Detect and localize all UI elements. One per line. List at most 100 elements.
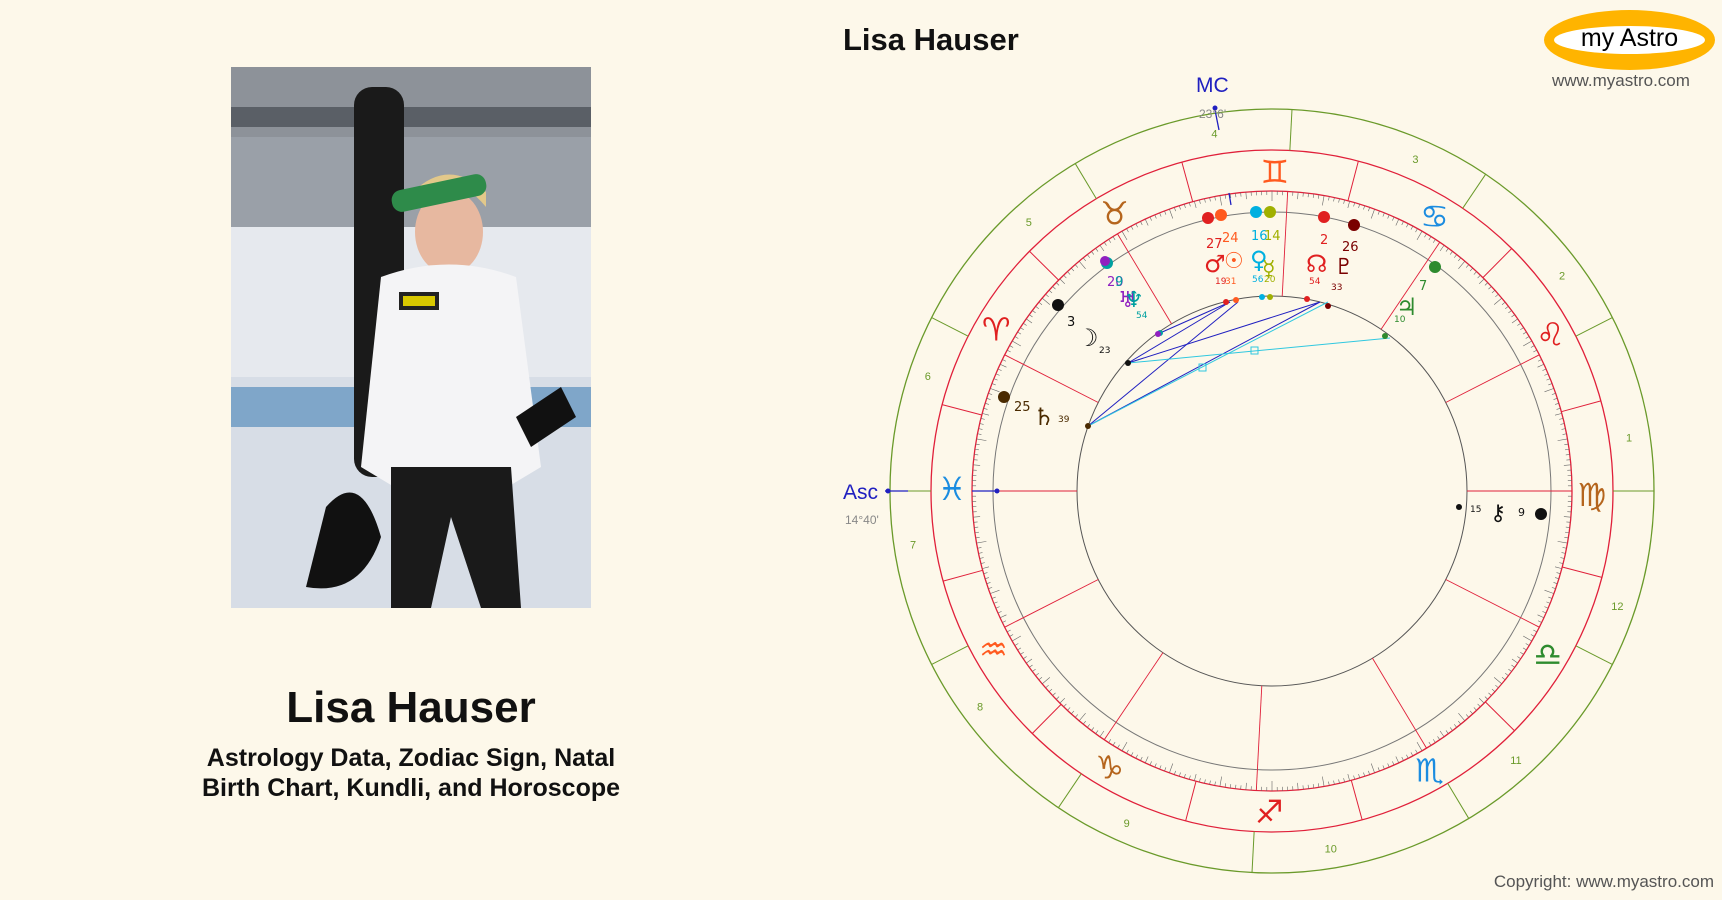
aspect-points — [1085, 294, 1462, 510]
mercury-icon: ☿ — [1262, 257, 1276, 282]
house-cusp — [1380, 242, 1441, 330]
page-subtitle: Astrology Data, Zodiac Sign, Natal Birth… — [0, 743, 822, 803]
house-cusp-outer — [931, 317, 969, 337]
planet-venus: 16 ♀ 56 — [1250, 229, 1268, 285]
sign-boundary — [1185, 781, 1197, 822]
svg-text:56: 56 — [1252, 275, 1264, 285]
cancer-icon: ♋ — [1420, 197, 1449, 235]
house-cusp — [1445, 354, 1540, 403]
house-cusp-outer — [1074, 163, 1097, 199]
svg-text:14: 14 — [1264, 229, 1281, 244]
jupiter-icon: ♃ — [1396, 293, 1418, 321]
planet-ring-markers — [998, 206, 1547, 520]
house-number-3: 3 — [1412, 154, 1418, 166]
svg-text:19: 19 — [1215, 277, 1227, 287]
sign-boundary — [1484, 701, 1515, 732]
house-lines — [890, 109, 1654, 873]
sign-boundary — [943, 569, 983, 582]
svg-text:9: 9 — [1518, 506, 1525, 519]
sign-boundary — [1562, 566, 1603, 578]
svg-text:10: 10 — [1394, 315, 1406, 325]
planet-moon: 3 ☽ 23 — [1067, 315, 1110, 356]
house-cusp-outer — [1251, 831, 1255, 873]
degree-ticks — [972, 191, 1572, 791]
planet-sun: 24 ☉ 31 — [1222, 231, 1244, 287]
moon-icon: ☽ — [1077, 324, 1099, 352]
mars-icon: ♂ — [1204, 250, 1226, 278]
leo-icon: ♌ — [1536, 315, 1565, 353]
planet-mars: 27 ♂ 19 — [1204, 237, 1227, 287]
pluto-icon: ♇ — [1334, 255, 1354, 280]
saturn-icon: ♄ — [1033, 403, 1055, 431]
house-number-6: 6 — [925, 371, 931, 383]
sign-boundary — [1350, 780, 1363, 820]
house-cusp-outer — [1447, 783, 1470, 819]
capricorn-icon: ♑ — [1095, 749, 1124, 787]
sign-boundary — [1347, 160, 1359, 201]
subtitle-line-2: Birth Chart, Kundli, and Horoscope — [201, 774, 621, 802]
uranus-icon: ♅ — [1118, 288, 1138, 313]
house-cusp-outer — [1575, 317, 1613, 337]
house-number-9: 9 — [1124, 818, 1130, 830]
house-cusp — [1445, 579, 1540, 628]
virgo-icon: ♍ — [1578, 476, 1607, 514]
svg-text:27: 27 — [1206, 237, 1223, 252]
house-number-7: 7 — [910, 540, 916, 552]
venus-icon: ♀ — [1250, 246, 1268, 274]
planet-north-node: 2 ☊ 54 — [1306, 233, 1328, 287]
house-number-2: 2 — [1559, 271, 1565, 283]
taurus-icon: ♉ — [1100, 194, 1129, 232]
planet-neptune: 9 ♆ 54 — [1115, 275, 1148, 321]
svg-text:9: 9 — [1115, 275, 1123, 290]
sagittarius-icon: ♐ — [1255, 793, 1284, 831]
chiron-icon: ⚷ — [1490, 501, 1506, 526]
planet-uranus: 20 ♅ — [1107, 275, 1138, 313]
athlete-photo-illustration — [231, 67, 591, 608]
mc-degree: 23°6' — [1199, 107, 1226, 121]
house-cusp — [1117, 233, 1172, 325]
site-url[interactable]: www.myastro.com — [1552, 71, 1690, 90]
asc-degree: 14°40' — [845, 513, 879, 527]
pisces-icon: ♓ — [938, 470, 967, 508]
scorpio-icon: ♏ — [1415, 752, 1444, 790]
svg-text:20: 20 — [1264, 275, 1276, 285]
ascendant-marker: Asc 14°40' — [843, 481, 1000, 527]
house-number-11: 11 — [1510, 755, 1521, 767]
house-number-5: 5 — [1026, 217, 1032, 229]
house-number-1: 1 — [1626, 432, 1632, 444]
svg-text:39: 39 — [1058, 415, 1070, 425]
svg-text:54: 54 — [1136, 311, 1148, 321]
svg-text:2: 2 — [1320, 233, 1328, 248]
mc-label: MC — [1196, 74, 1229, 97]
logo-text: my Astro — [1580, 24, 1679, 52]
neptune-icon: ♆ — [1124, 288, 1144, 313]
house-cusp-outer — [1289, 109, 1293, 151]
sign-boundary — [1031, 703, 1062, 734]
svg-text:23: 23 — [1099, 346, 1110, 356]
planet-mercury: 14 ☿ 20 — [1262, 229, 1281, 285]
house-number-8: 8 — [977, 701, 983, 713]
svg-text:33: 33 — [1331, 283, 1342, 293]
person-name: Lisa Hauser — [286, 683, 536, 732]
house-cusp-outer — [931, 645, 969, 665]
house-cusp-outer — [1057, 773, 1082, 808]
planet-saturn: 25 ♄ 39 — [1014, 400, 1070, 431]
midheaven-marker: MC 23°6' — [1196, 74, 1232, 206]
sign-boundary — [1181, 162, 1194, 202]
svg-text:15: 15 — [1470, 505, 1481, 515]
planet-jupiter: 7 ♃ 10 — [1394, 279, 1427, 325]
house-cusp — [1103, 652, 1164, 740]
house-number-12: 12 — [1611, 601, 1623, 613]
svg-text:3: 3 — [1067, 315, 1075, 330]
svg-text:24: 24 — [1222, 231, 1239, 246]
svg-text:54: 54 — [1309, 277, 1321, 287]
myastro-logo[interactable]: my Astro — [1544, 10, 1715, 70]
house-cusp — [1255, 685, 1263, 791]
aspect-lines — [1087, 301, 1391, 427]
aquarius-icon: ♒ — [979, 631, 1008, 669]
planet-pluto: 26 ♇ 33 — [1331, 240, 1359, 293]
svg-text:26: 26 — [1342, 240, 1359, 255]
aries-icon: ♈ — [982, 311, 1011, 349]
libra-icon: ♎ — [1533, 635, 1562, 673]
